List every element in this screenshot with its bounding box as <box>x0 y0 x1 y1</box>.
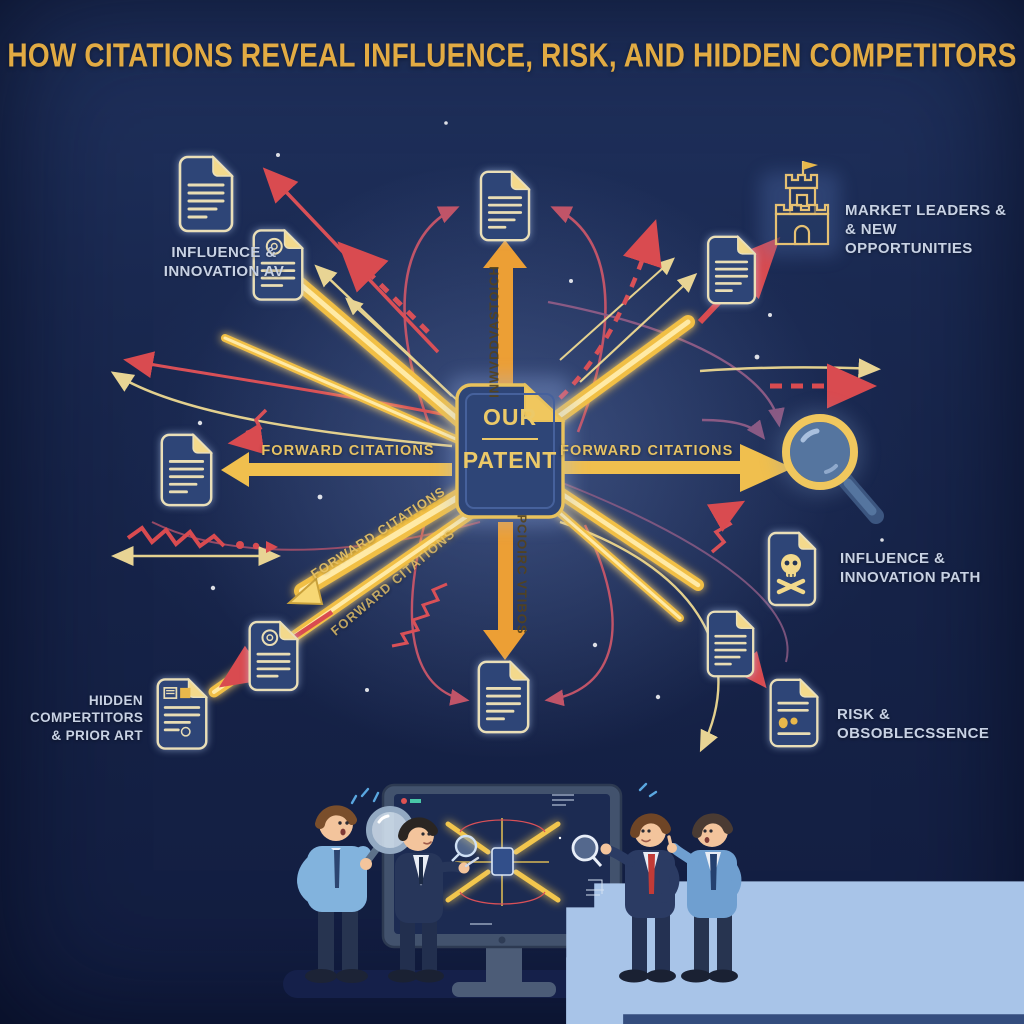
beam-arrowhead <box>286 577 324 606</box>
monitor-icon <box>381 782 1024 1024</box>
businessman-3 <box>600 813 680 983</box>
document-icon <box>178 155 234 233</box>
document-icon <box>706 610 755 678</box>
label-hidden-competitors: HIDDEN COMPERTITORS & PRIOR ART <box>30 693 144 743</box>
patent-label: OUR PATENT <box>457 404 563 474</box>
businessman-1 <box>297 787 414 983</box>
screen-diagram <box>401 794 1024 1024</box>
star-dots <box>197 121 884 700</box>
label-backward-citations-down: PCIOIRC VTIBOS <box>514 514 530 635</box>
patent-label-divider <box>482 438 538 440</box>
citation-beams <box>208 265 704 698</box>
patent-document-icon <box>448 376 572 526</box>
splash-marks <box>638 782 658 798</box>
main-arrows <box>221 240 793 660</box>
label-market-leaders: MARKET LEADERS & & NEW OPPORTUNITIES <box>845 202 1007 258</box>
document-icon <box>477 660 530 734</box>
label-forward-citations-left: FORWARD CITATIONS <box>261 443 435 459</box>
stamp-document-icon <box>156 678 208 750</box>
thin-yellow-arrows <box>111 257 698 566</box>
dotted-document-icon <box>769 678 819 748</box>
document-icon <box>160 433 213 507</box>
label-influence-innovation-av: INFLUENCE & INNOVATION AV <box>163 244 285 281</box>
label-forward-citations-right: FORWARD CITATIONS <box>560 443 734 459</box>
patent-label-line2: PATENT <box>462 447 558 473</box>
bottom-scene <box>283 782 1024 1024</box>
seal-document-icon <box>248 620 299 692</box>
businessman-4 <box>667 813 742 983</box>
label-influence-innovation-path: INFLUENCE & INNOVATION PATH <box>840 550 981 587</box>
citation-curves <box>110 206 881 753</box>
patent-label-line1: OUR <box>482 404 538 430</box>
page-title: HOW CITATIONS REVEAL INFLUENCE, RISK, AN… <box>7 37 1017 74</box>
castle-icon <box>760 161 840 256</box>
label-risk-obsolescence: RISK & OBSOBLECSSENCE <box>837 706 990 743</box>
document-icon <box>479 170 531 242</box>
skull-document-icon <box>767 531 817 607</box>
magnifying-glass-icon <box>776 408 884 524</box>
label-backward-citations-up: INWVDDVASTOICH <box>486 265 502 398</box>
businessman-2 <box>388 817 480 983</box>
document-icon <box>706 235 757 305</box>
